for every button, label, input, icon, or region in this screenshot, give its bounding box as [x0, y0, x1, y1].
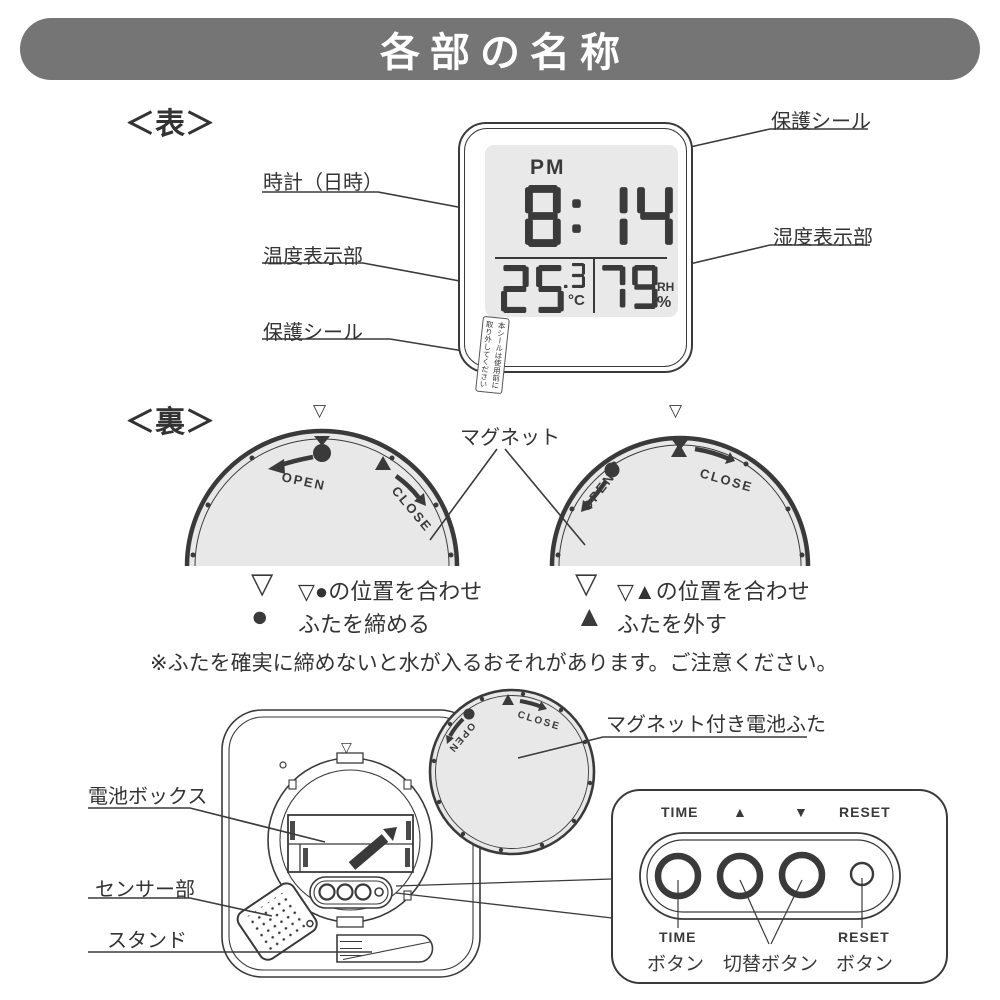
- down-button: [778, 851, 826, 899]
- humidity-unit-rh: RH: [657, 280, 675, 294]
- magnet-label: マグネット: [460, 427, 560, 449]
- device-buttons: [309, 876, 393, 909]
- panel-up-icon: ▲: [733, 804, 748, 820]
- stand: [336, 934, 434, 963]
- battery-cover: OPEN CLOSE: [428, 688, 596, 856]
- seal-right-leader-line: [667, 128, 868, 153]
- device-front-bezel: [464, 128, 687, 367]
- back-right-dial: CLOSE OPEN: [549, 435, 811, 567]
- seal-left-label: 保護シール: [263, 322, 363, 344]
- seal-left-leader-line: [262, 338, 483, 355]
- back-position-marker: ▽: [341, 739, 352, 755]
- legend-right-row2: ふたを外す: [617, 612, 728, 637]
- up-button: [716, 852, 764, 900]
- humidity-unit-percent: %: [657, 294, 672, 311]
- battery-cover-label: マグネット付き電池ふた: [606, 714, 826, 736]
- battery-box-label: 電池ボックス: [88, 786, 208, 808]
- humidity-leader-line: [659, 244, 870, 272]
- lcd-display: PM °C RH %: [485, 145, 678, 317]
- close-triangle-icon: [502, 694, 514, 705]
- legend-left-triangle-icon: ▽: [251, 568, 274, 600]
- panel-time-label: TIME: [661, 804, 699, 820]
- insert-arrow-icon: [348, 834, 389, 870]
- panel-reset-label: RESET: [839, 804, 891, 820]
- legend-left-dot-icon: ●: [251, 601, 269, 633]
- zoom-guide-line-bottom: [395, 892, 613, 919]
- lcd-divider-horizontal: [495, 257, 667, 259]
- temperature-display: [501, 265, 564, 313]
- device-back: [221, 709, 481, 978]
- temperature-label: 温度表示部: [263, 246, 363, 268]
- close-triangle-icon: [671, 443, 687, 457]
- sensor-part: [236, 882, 318, 961]
- open-dot-icon: [313, 444, 331, 462]
- lcd-divider-vertical: [593, 257, 595, 313]
- battery-box: [287, 814, 414, 873]
- dial-top-notch-icon: [314, 436, 330, 446]
- close-triangle-icon: [375, 456, 391, 470]
- humidity-display: [600, 265, 658, 309]
- magnet-leader-right: [504, 448, 586, 546]
- magnet-leader-left: [429, 448, 498, 541]
- open-dot-icon: [463, 708, 475, 720]
- battery-box-leader-line: [88, 807, 326, 843]
- switch-button-label: 切替ボタン: [723, 954, 819, 975]
- stand-label: スタンド: [107, 930, 187, 952]
- zoom-guide-line-top: [395, 878, 613, 887]
- button-panel-inset: [611, 789, 948, 984]
- close-arrow-icon: [694, 446, 730, 462]
- temperature-decimal-display: [564, 263, 586, 288]
- time-display: [525, 185, 673, 247]
- clock-label: 時計（日時）: [263, 172, 383, 194]
- page-title: 各部の名称: [380, 31, 630, 75]
- clock-leader-line: [262, 191, 491, 214]
- title-banner: 各部の名称: [20, 18, 980, 80]
- time-button-label-jp: ボタン: [647, 954, 705, 975]
- back-heading: ＜裏＞: [125, 406, 215, 439]
- reset-button-label-jp: ボタン: [836, 954, 894, 975]
- humidity-label: 湿度表示部: [773, 227, 873, 249]
- right-dial-position-marker: ▽: [669, 401, 683, 420]
- reset-button-label-en: RESET: [838, 929, 890, 945]
- left-dial-position-marker: ▽: [313, 401, 327, 420]
- seal-right-label: 保護シール: [771, 111, 871, 133]
- battery-cover-leader-line: [517, 736, 807, 759]
- legend-right-up-icon: ▲: [575, 601, 604, 633]
- front-heading: ＜表＞: [125, 108, 215, 141]
- legend-right-triangle-icon: ▽: [575, 568, 598, 600]
- close-arrow-icon: [394, 474, 421, 500]
- sensor-label: センサー部: [95, 879, 195, 901]
- sensor-leader-line: [88, 897, 273, 917]
- panel-down-icon: ▼: [794, 804, 809, 820]
- caution-note: ※ふたを確実に締めないと水が入るおそれがあります。ご注意ください。: [150, 652, 838, 675]
- open-arrow-icon: [585, 479, 608, 507]
- open-arrow-icon: [448, 717, 465, 737]
- ampm-indicator: PM: [530, 156, 566, 179]
- legend-left-row1: ▽●の位置を合わせ: [298, 579, 483, 604]
- legend-right-row1: ▽▲の位置を合わせ: [617, 579, 810, 604]
- back-left-dial: OPEN CLOSE: [184, 428, 460, 567]
- legend-left-row2: ふたを締める: [298, 612, 431, 637]
- temperature-unit: °C: [568, 292, 585, 309]
- temperature-leader-line: [262, 262, 493, 288]
- time-button-label-en: TIME: [659, 929, 697, 945]
- open-dot-icon: [604, 462, 620, 478]
